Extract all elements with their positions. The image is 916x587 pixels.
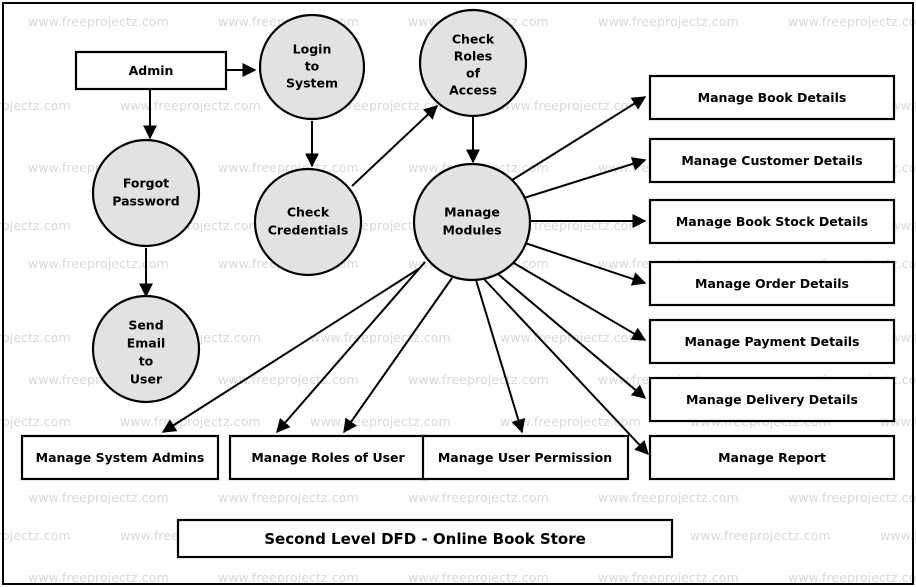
module-box-manage-report[interactable]: Manage Report — [648, 434, 896, 481]
process-send-email-to-user-line-0: Send — [128, 318, 163, 333]
edge-manage-modules-to-manage-order-details — [524, 242, 647, 286]
process-forgot-password-line-1: Password — [112, 194, 179, 209]
module-box-manage-report-label: Manage Report — [718, 450, 826, 465]
edge-diagonal-to-manage-system-admins — [161, 267, 421, 433]
process-send-email-to-user-line-2: to — [139, 354, 154, 369]
edge-manage-modules-to-manage-book-details — [508, 96, 647, 183]
module-box-manage-customer-details-label: Manage Customer Details — [681, 153, 862, 168]
process-send-email-to-user[interactable]: Send Email to User — [91, 294, 201, 404]
process-check-credentials-line-1: Credentials — [268, 223, 349, 238]
process-check-credentials[interactable]: Check Credentials — [253, 167, 363, 277]
diagram-title-box: Second Level DFD - Online Book Store — [176, 518, 674, 559]
process-check-roles-of-access[interactable]: Check Roles of Access — [418, 8, 528, 118]
edge-manage-modules-to-manage-delivery-details — [497, 273, 647, 399]
process-login-to-system[interactable]: Login to System — [258, 13, 366, 121]
process-forgot-password[interactable]: Forgot Password — [91, 138, 201, 248]
process-send-email-to-user-line-3: User — [130, 372, 163, 387]
external-entity-admin-label: Admin — [129, 63, 174, 78]
process-manage-modules[interactable]: Manage Modules — [412, 162, 532, 282]
edge-manage-modules-to-manage-customer-details — [523, 157, 647, 199]
process-manage-modules-line-0: Manage — [444, 205, 500, 220]
external-entity-admin[interactable]: Admin — [74, 50, 228, 91]
module-box-manage-user-permission-label: Manage User Permission — [438, 450, 612, 465]
module-box-manage-book-stock-details-label: Manage Book Stock Details — [676, 214, 868, 229]
process-check-credentials-line-0: Check — [287, 205, 330, 220]
module-box-manage-user-permission[interactable]: Manage User Permission — [421, 434, 630, 481]
module-box-manage-book-stock-details[interactable]: Manage Book Stock Details — [648, 198, 896, 245]
edge-layer — [139, 63, 649, 456]
process-send-email-to-user-line-1: Email — [127, 336, 166, 351]
process-check-roles-of-access-line-3: Access — [449, 83, 497, 98]
edge-manage-modules-to-manage-system-admins — [276, 261, 426, 434]
module-box-manage-payment-details-label: Manage Payment Details — [684, 334, 859, 349]
module-box-manage-payment-details[interactable]: Manage Payment Details — [648, 318, 896, 365]
edge-manage-modules-to-manage-report — [483, 278, 649, 456]
process-manage-modules-line-1: Modules — [442, 223, 501, 238]
process-check-roles-of-access-line-0: Check — [452, 32, 495, 47]
process-check-roles-of-access-line-1: Roles — [454, 49, 492, 64]
module-box-manage-order-details[interactable]: Manage Order Details — [648, 260, 896, 307]
module-box-manage-order-details-label: Manage Order Details — [695, 276, 849, 291]
module-box-manage-customer-details[interactable]: Manage Customer Details — [648, 137, 896, 184]
process-login-to-system-line-2: System — [286, 76, 338, 91]
module-box-manage-roles-of-user[interactable]: Manage Roles of User — [228, 434, 428, 481]
process-check-roles-of-access-line-2: of — [466, 66, 481, 81]
module-box-manage-delivery-details[interactable]: Manage Delivery Details — [648, 376, 896, 423]
module-box-manage-system-admins[interactable]: Manage System Admins — [20, 434, 220, 481]
edge-manage-modules-to-manage-user-permission — [475, 279, 526, 434]
edge-check-credentials-to-check-roles — [351, 105, 439, 187]
edge-manage-modules-to-manage-roles-of-user — [343, 277, 453, 434]
module-box-manage-delivery-details-label: Manage Delivery Details — [686, 392, 858, 407]
process-forgot-password-line-0: Forgot — [123, 176, 169, 191]
module-box-manage-roles-of-user-label: Manage Roles of User — [251, 450, 405, 465]
process-login-to-system-line-1: to — [305, 59, 320, 74]
process-login-to-system-line-0: Login — [293, 42, 332, 57]
module-box-manage-book-details[interactable]: Manage Book Details — [648, 74, 896, 121]
diagram-title-label: Second Level DFD - Online Book Store — [264, 530, 586, 548]
edge-manage-modules-to-manage-payment-details — [511, 261, 647, 341]
module-box-manage-system-admins-label: Manage System Admins — [36, 450, 205, 465]
module-box-manage-book-details-label: Manage Book Details — [698, 90, 847, 105]
